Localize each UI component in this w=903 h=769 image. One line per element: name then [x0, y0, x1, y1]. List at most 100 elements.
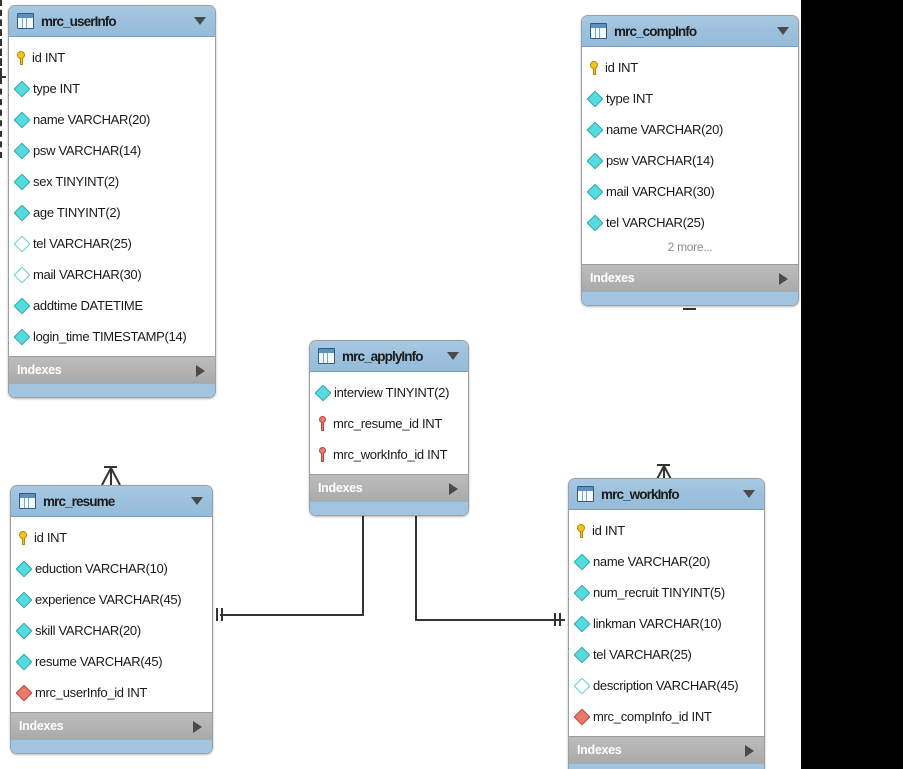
table-header[interactable]: mrc_compInfo	[582, 16, 798, 47]
connector-line	[220, 614, 364, 616]
column-label: tel VARCHAR(25)	[606, 215, 705, 230]
table-row[interactable]: name VARCHAR(20)	[582, 114, 798, 145]
chevron-right-icon[interactable]	[779, 273, 788, 285]
indexes-bar[interactable]: Indexes	[9, 356, 215, 383]
table-row[interactable]: description VARCHAR(45)	[569, 670, 764, 701]
column-label: mail VARCHAR(30)	[606, 184, 715, 199]
table-name: mrc_compInfo	[614, 23, 697, 39]
column-label: login_time TIMESTAMP(14)	[33, 329, 187, 344]
table-mrc_resume[interactable]: mrc_resume id INT eduction VARCHAR(10) e…	[10, 485, 213, 754]
table-header[interactable]: mrc_applyInfo	[310, 341, 468, 372]
column-icon	[13, 266, 31, 283]
table-row[interactable]: mail VARCHAR(30)	[9, 259, 215, 290]
indexes-bar[interactable]: Indexes	[569, 736, 764, 763]
chevron-down-icon[interactable]	[191, 497, 203, 505]
column-label: age TINYINT(2)	[33, 205, 121, 220]
table-row[interactable]: login_time TIMESTAMP(14)	[9, 321, 215, 352]
foreign-key-icon	[573, 708, 591, 725]
indexes-bar[interactable]: Indexes	[582, 264, 798, 291]
table-row[interactable]: addtime DATETIME	[9, 290, 215, 321]
table-row[interactable]: mrc_userInfo_id INT	[11, 677, 212, 708]
table-row[interactable]: mrc_workInfo_id INT	[310, 439, 468, 470]
column-icon	[13, 111, 31, 128]
table-row[interactable]: sex TINYINT(2)	[9, 166, 215, 197]
column-label: mrc_userInfo_id INT	[35, 685, 148, 700]
primary-key-icon	[589, 60, 600, 75]
table-row[interactable]: tel VARCHAR(25)	[582, 207, 798, 238]
column-label: id INT	[34, 530, 67, 545]
table-mrc_applyInfo[interactable]: mrc_applyInfo interview TINYINT(2) mrc_r…	[309, 340, 469, 516]
table-row[interactable]: mail VARCHAR(30)	[582, 176, 798, 207]
table-mrc_compInfo[interactable]: mrc_compInfo id INT type INT name VARCHA…	[581, 15, 799, 306]
connector-line	[0, 0, 2, 76]
column-label: addtime DATETIME	[33, 298, 143, 313]
chevron-right-icon[interactable]	[193, 721, 202, 733]
cardinality-one-tick	[554, 613, 556, 626]
chevron-down-icon[interactable]	[194, 17, 206, 25]
table-row[interactable]: mrc_compInfo_id INT	[569, 701, 764, 732]
table-row[interactable]: experience VARCHAR(45)	[11, 584, 212, 615]
column-label: mrc_workInfo_id INT	[333, 447, 448, 462]
column-label: experience VARCHAR(45)	[35, 592, 182, 607]
chevron-right-icon[interactable]	[196, 365, 205, 377]
canvas-right-margin	[801, 0, 903, 769]
table-row[interactable]: psw VARCHAR(14)	[9, 135, 215, 166]
table-row[interactable]: type INT	[582, 83, 798, 114]
column-icon	[573, 677, 591, 694]
chevron-down-icon[interactable]	[777, 27, 789, 35]
connector-line	[415, 619, 565, 621]
table-header[interactable]: mrc_workInfo	[569, 479, 764, 510]
chevron-down-icon[interactable]	[447, 352, 459, 360]
column-icon	[13, 235, 31, 252]
indexes-bar[interactable]: Indexes	[11, 712, 212, 739]
table-name: mrc_workInfo	[601, 486, 680, 502]
column-icon	[13, 142, 31, 159]
table-row[interactable]: id INT	[9, 42, 215, 73]
table-row[interactable]: name VARCHAR(20)	[569, 546, 764, 577]
table-row[interactable]: num_recruit TINYINT(5)	[569, 577, 764, 608]
column-label: psw VARCHAR(14)	[606, 153, 714, 168]
table-icon	[17, 13, 34, 29]
cardinality-one-tick	[221, 608, 223, 621]
table-name: mrc_resume	[43, 493, 115, 509]
column-icon	[586, 152, 604, 169]
table-row[interactable]: id INT	[569, 515, 764, 546]
table-row[interactable]: mrc_resume_id INT	[310, 408, 468, 439]
column-label: psw VARCHAR(14)	[33, 143, 141, 158]
column-label: tel VARCHAR(25)	[593, 647, 692, 662]
indexes-label: Indexes	[590, 271, 635, 285]
table-row[interactable]: id INT	[582, 52, 798, 83]
column-label: resume VARCHAR(45)	[35, 654, 163, 669]
table-header[interactable]: mrc_resume	[11, 486, 212, 517]
table-row[interactable]: resume VARCHAR(45)	[11, 646, 212, 677]
table-row[interactable]: linkman VARCHAR(10)	[569, 608, 764, 639]
chevron-down-icon[interactable]	[743, 490, 755, 498]
chevron-right-icon[interactable]	[745, 745, 754, 757]
table-row[interactable]: tel VARCHAR(25)	[9, 228, 215, 259]
table-row[interactable]: name VARCHAR(20)	[9, 104, 215, 135]
column-label: name VARCHAR(20)	[593, 554, 711, 569]
indexes-bar[interactable]: Indexes	[310, 474, 468, 501]
table-footer	[569, 763, 764, 769]
table-mrc_workInfo[interactable]: mrc_workInfo id INT name VARCHAR(20) num…	[568, 478, 765, 769]
more-columns-label[interactable]: 2 more...	[667, 240, 713, 254]
cardinality-many-bar	[657, 464, 670, 466]
column-label: interview TINYINT(2)	[334, 385, 450, 400]
table-mrc_userInfo[interactable]: mrc_userInfo id INT type INT name VARCHA…	[8, 5, 216, 398]
column-label: id INT	[32, 50, 65, 65]
table-row[interactable]: tel VARCHAR(25)	[569, 639, 764, 670]
cardinality-many-bar	[104, 466, 117, 468]
indexes-label: Indexes	[318, 481, 363, 495]
table-row[interactable]: psw VARCHAR(14)	[582, 145, 798, 176]
chevron-right-icon[interactable]	[449, 483, 458, 495]
table-footer	[11, 739, 212, 753]
table-row[interactable]: type INT	[9, 73, 215, 104]
table-row[interactable]: eduction VARCHAR(10)	[11, 553, 212, 584]
table-row[interactable]: age TINYINT(2)	[9, 197, 215, 228]
table-row[interactable]: skill VARCHAR(20)	[11, 615, 212, 646]
column-label: name VARCHAR(20)	[33, 112, 151, 127]
table-row[interactable]: interview TINYINT(2)	[310, 377, 468, 408]
table-row[interactable]: id INT	[11, 522, 212, 553]
table-header[interactable]: mrc_userInfo	[9, 6, 215, 37]
